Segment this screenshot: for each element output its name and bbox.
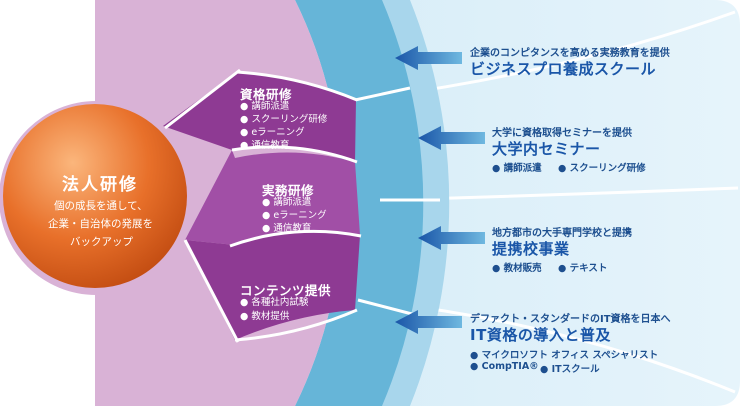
service-item: ● テキスト — [558, 263, 608, 274]
center-title: 法人研修 — [62, 175, 138, 195]
service-subtitle: 大学に資格取得セミナーを提供 — [492, 128, 632, 139]
segment-wedge-qualification — [163, 72, 356, 162]
service-subtitle: 地方都市の大手専門学校と提携 — [492, 228, 632, 239]
arrow-icon — [418, 226, 485, 250]
service-item: ● マイクロソフト オフィス スペシャリスト — [470, 350, 659, 361]
segment-title: コンテンツ提供 — [240, 283, 332, 298]
segment-item: ● 講師派遣 — [240, 101, 290, 112]
segment-item: ● 通信教育 — [262, 223, 312, 234]
service-subtitle: デファクト・スタンダードのIT資格を日本へ — [470, 314, 671, 325]
arrow-icon — [395, 310, 462, 334]
segment-item: ● スクーリング研修 — [240, 114, 328, 125]
segment-wedge-practical — [185, 150, 360, 245]
segment-item: ● eラーニング — [262, 210, 327, 221]
blue-arc-dividers — [354, 86, 440, 316]
service-item: ● 講師派遣 — [492, 163, 542, 174]
arrows — [395, 46, 485, 334]
segment-title: 資格研修 — [240, 87, 293, 102]
center-line: 個の成長を通して、 — [54, 200, 148, 212]
service-title: 提携校事業 — [492, 240, 570, 258]
service-title: ビジネスプロ養成スクール — [470, 60, 657, 78]
center-line: 企業・自治体の発展を — [48, 218, 153, 230]
service-title: IT資格の導入と普及 — [470, 326, 611, 344]
segment-title: 実務研修 — [262, 183, 315, 198]
blue-arc-strip — [382, 0, 450, 406]
arrow-icon — [395, 46, 462, 70]
segment-wedge-content — [185, 231, 360, 340]
segment-item: ● 各種社内試験 — [240, 297, 309, 308]
service-item: ● ITスクール — [540, 364, 600, 375]
arrow-icon — [418, 126, 485, 150]
segment-item: ● 通信教育 — [240, 140, 290, 151]
service-item: ● スクーリング研修 — [558, 163, 646, 174]
segment-item: ● eラーニング — [240, 127, 305, 138]
segment-ring — [163, 72, 360, 340]
service-title: 大学内セミナー — [492, 140, 601, 158]
blue-arc-band — [295, 0, 432, 406]
center-line: バックアップ — [70, 236, 133, 248]
segment-item: ● 教材提供 — [240, 311, 290, 322]
service-item: ● CompTIA® — [470, 361, 539, 372]
segment-item: ● 講師派遣 — [262, 197, 312, 208]
service-item: ● 教材販売 — [492, 263, 542, 274]
service-subtitle: 企業のコンピタンスを高める実務教育を提供 — [470, 48, 670, 59]
center-orb — [3, 104, 187, 288]
segment-dividers — [164, 68, 362, 343]
